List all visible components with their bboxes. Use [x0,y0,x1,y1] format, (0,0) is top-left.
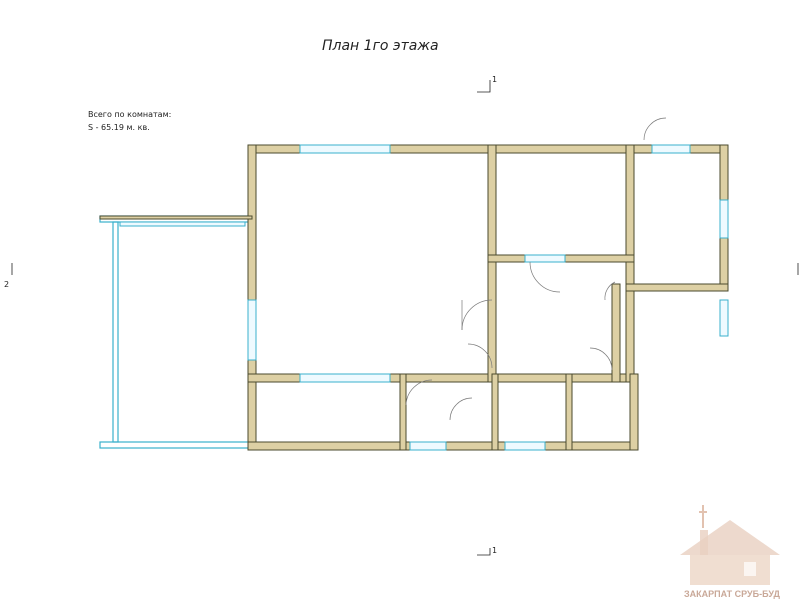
section-mark-top: 1 [477,75,497,93]
walls [99,144,729,451]
total-area-label: Всего по комнатам: [88,110,171,119]
section-mark-bottom: 1 [477,546,497,556]
section-label-left: 2 [4,280,9,289]
windows [119,144,729,451]
watermark-logo: ЗАКАРПАТ СРУБ-БУД [680,505,780,599]
section-mark-left: 2 [4,263,13,289]
section-label-bottom: 1 [492,546,497,555]
door-swings [405,117,667,421]
total-area-value: S - 65.19 м. кв. [88,123,150,132]
section-label-top: 1 [492,75,497,84]
plan-title: План 1го этажа [322,38,439,54]
watermark-text: ЗАКАРПАТ СРУБ-БУД [684,589,780,599]
